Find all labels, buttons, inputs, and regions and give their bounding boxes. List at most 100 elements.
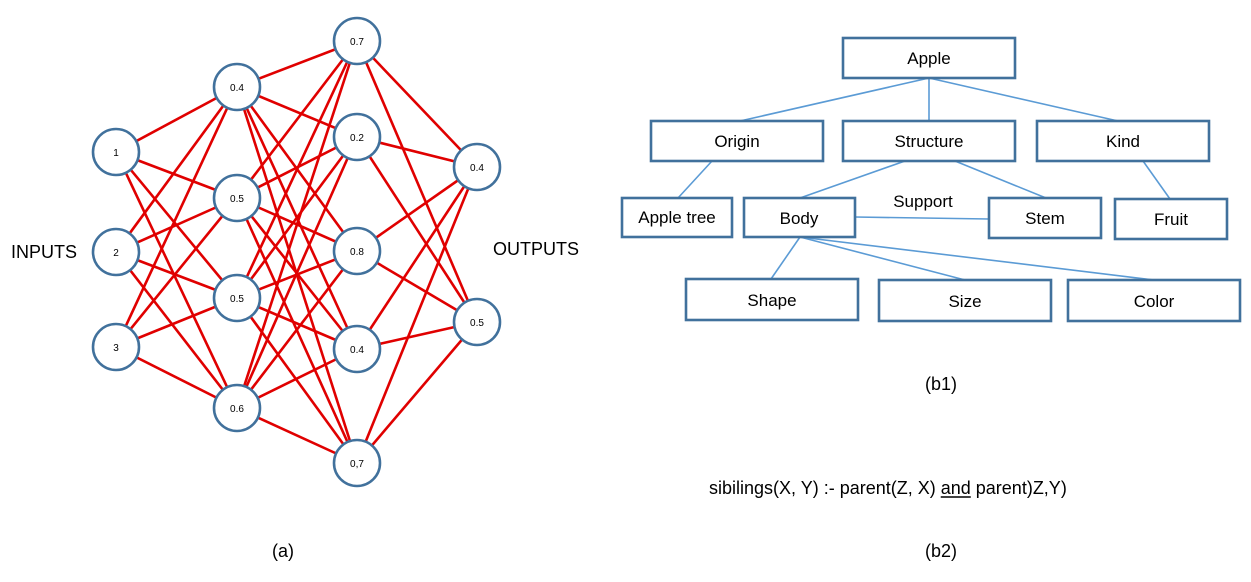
kind-label: Kind xyxy=(1106,132,1140,151)
neuron-circle xyxy=(332,438,382,488)
edge-body-size xyxy=(799,236,966,281)
tree-node-fruit: Fruit xyxy=(1113,197,1229,241)
rule-suffix: parent)Z,Y) xyxy=(971,478,1067,498)
neuron-value: 0.4 xyxy=(230,83,244,94)
neuron-circle xyxy=(332,112,382,162)
neuron-value: 0,7 xyxy=(350,459,364,470)
tree-node-apple: Apple xyxy=(841,36,1017,80)
edge-origin-appletree xyxy=(677,160,713,199)
connection-l0-2-to-0 xyxy=(114,86,239,348)
apple-label: Apple xyxy=(907,49,950,68)
neuron-value: 3 xyxy=(113,343,119,354)
connection-l2-0-to-0 xyxy=(356,40,478,168)
size-label: Size xyxy=(948,292,981,311)
shape-label: Shape xyxy=(747,291,796,310)
neuron-value: 1 xyxy=(113,148,119,159)
neuron-l2-2: 0.8 xyxy=(332,226,382,276)
neuron-l0-1: 2 xyxy=(91,227,141,277)
neuron-value: 0.2 xyxy=(350,133,364,144)
stem-label: Stem xyxy=(1025,209,1065,228)
tree-node-body: Body xyxy=(742,196,857,239)
connection-l0-0-to-3 xyxy=(114,151,239,409)
neuron-value: 0.5 xyxy=(230,194,244,205)
edge-structure-body xyxy=(799,160,906,199)
neuron-circle xyxy=(91,227,141,277)
tree-node-structure: Structure xyxy=(841,119,1017,163)
edge-kind-fruit xyxy=(1142,160,1171,200)
tree-node-size: Size xyxy=(877,278,1053,323)
edge-body-color xyxy=(799,236,1155,281)
neuron-value: 0.5 xyxy=(230,294,244,305)
connection-l2-2-to-0 xyxy=(356,165,478,253)
neuron-l1-1: 0.5 xyxy=(212,173,262,223)
connection-l1-3-to-0 xyxy=(235,40,359,409)
neuron-value: 0.6 xyxy=(230,404,244,415)
tree-node-origin: Origin xyxy=(649,119,825,163)
edge-body-shape xyxy=(770,236,801,280)
neuron-circle xyxy=(332,324,382,374)
connection-l1-2-to-4 xyxy=(235,297,359,464)
neuron-circle xyxy=(332,226,382,276)
edge-apple-origin xyxy=(739,77,930,122)
connection-l2-4-to-0 xyxy=(355,166,479,464)
connection-l2-3-to-0 xyxy=(355,166,479,350)
edge-apple-kind xyxy=(928,77,1119,122)
neuron-value: 0.8 xyxy=(350,247,364,258)
connection-l2-4-to-1 xyxy=(356,321,478,464)
neuron-l3-1: 0.5 xyxy=(452,297,502,347)
tree-node-apple-tree: Apple tree xyxy=(620,196,734,239)
rule-text: sibilings(X, Y) :- parent(Z, X) and pare… xyxy=(709,478,1067,498)
neuron-l2-3: 0.4 xyxy=(332,324,382,374)
structure-label: Structure xyxy=(895,132,964,151)
neuron-l1-2: 0.5 xyxy=(212,273,262,323)
neuron-circle xyxy=(91,322,141,372)
neuron-value: 0.4 xyxy=(350,345,364,356)
caption-b2: (b2) xyxy=(925,541,957,561)
rule-keyword: and xyxy=(941,478,971,498)
edge-structure-stem xyxy=(954,160,1047,199)
tree-node-stem: Stem xyxy=(987,196,1103,240)
origin-label: Origin xyxy=(714,132,759,151)
neuron-circle xyxy=(212,273,262,323)
neuron-circle xyxy=(452,142,502,192)
connection-l1-1-to-0 xyxy=(235,40,359,199)
connection-l2-1-to-1 xyxy=(355,136,479,323)
neuron-circle xyxy=(212,383,262,433)
neuron-l0-2: 3 xyxy=(91,322,141,372)
caption-a: (a) xyxy=(272,541,294,561)
color-label: Color xyxy=(1134,292,1175,311)
neuron-value: 2 xyxy=(113,248,119,259)
network-connections xyxy=(114,39,479,465)
neuron-circle xyxy=(212,173,262,223)
connection-l1-3-to-2 xyxy=(235,250,359,409)
neuron-circle xyxy=(452,297,502,347)
edge-body-stem-support xyxy=(854,216,990,220)
outputs-label: OUTPUTS xyxy=(493,239,579,259)
connection-l0-1-to-0 xyxy=(114,86,239,253)
neuron-l1-0: 0.4 xyxy=(212,62,262,112)
neuron-value: 0.5 xyxy=(470,318,484,329)
neuron-l3-0: 0.4 xyxy=(452,142,502,192)
neuron-l2-1: 0.2 xyxy=(332,112,382,162)
neuron-l0-0: 1 xyxy=(91,127,141,177)
body-label: Body xyxy=(780,209,819,228)
neuron-circle xyxy=(91,127,141,177)
fruit-label: Fruit xyxy=(1154,210,1188,229)
neuron-l1-3: 0.6 xyxy=(212,383,262,433)
neuron-circle xyxy=(212,62,262,112)
caption-b1: (b1) xyxy=(925,374,957,394)
neuron-l2-4: 0,7 xyxy=(332,438,382,488)
apple-tree-label: Apple tree xyxy=(638,208,716,227)
connection-l1-2-to-1 xyxy=(235,136,359,299)
connection-l0-1-to-3 xyxy=(114,251,239,409)
tree-node-color: Color xyxy=(1066,278,1242,323)
support-label: Support xyxy=(893,192,953,211)
neuron-circle xyxy=(332,16,382,66)
rule-prefix: sibilings(X, Y) :- parent(Z, X) xyxy=(709,478,941,498)
tree-edges xyxy=(677,77,1171,281)
tree-node-kind: Kind xyxy=(1035,119,1211,163)
connection-l1-2-to-0 xyxy=(235,40,359,299)
tree-node-shape: Shape xyxy=(684,277,860,322)
